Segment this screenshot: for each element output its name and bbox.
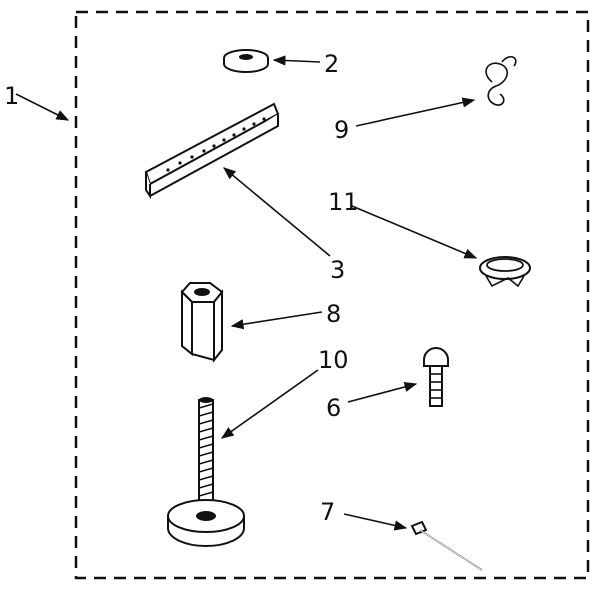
part-washer: [223, 49, 269, 73]
callout-8: 8: [326, 300, 341, 328]
leader-line-11: [351, 205, 478, 259]
callout-1: 1: [4, 82, 19, 110]
leader-line-2: [272, 55, 321, 66]
leader-line-7: [343, 513, 408, 531]
leader-line-8: [230, 311, 323, 330]
kit-boundary: [74, 10, 590, 580]
part-ring-clamp: [479, 256, 531, 288]
part-bracket: [144, 102, 280, 200]
callout-3: 3: [330, 256, 345, 284]
part-bolt: [423, 347, 449, 407]
part-clip: [485, 55, 517, 106]
leader-line-10: [220, 369, 319, 439]
leader-line-6: [347, 381, 418, 403]
leader-line-3: [223, 167, 331, 257]
callout-11: 11: [328, 188, 359, 216]
part-hex-nut: [180, 282, 224, 363]
part-cable-tie: [410, 520, 483, 571]
callout-2: 2: [324, 50, 339, 78]
callout-10: 10: [318, 346, 349, 374]
callout-9: 9: [334, 116, 349, 144]
leader-line-1: [15, 93, 70, 121]
callout-7: 7: [320, 498, 335, 526]
part-leveling-leg: [167, 397, 245, 547]
leader-line-9: [355, 97, 476, 127]
callout-6: 6: [326, 394, 341, 422]
